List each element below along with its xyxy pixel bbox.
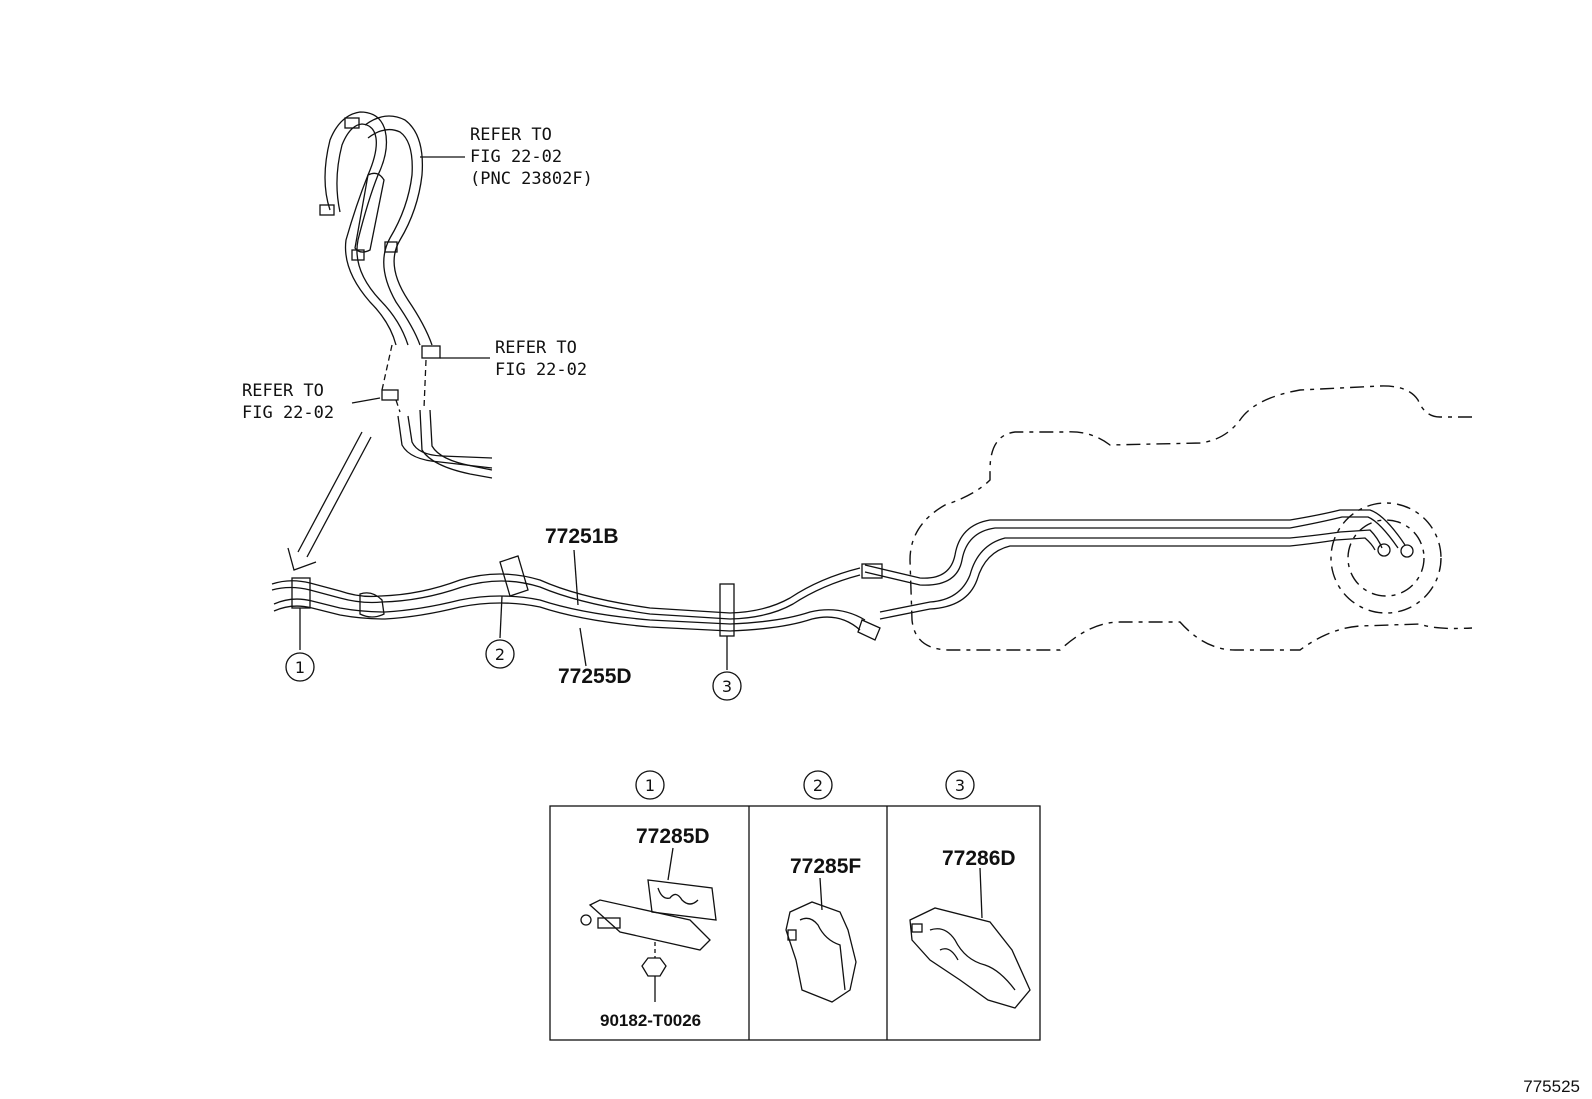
vehicle-outline (909, 385, 1473, 651)
part-number-clamp2: 77285F (790, 855, 861, 878)
upper-hose-assembly (319, 111, 433, 346)
reference-top-line3: (PNC 23802F) (470, 169, 593, 189)
clamp2-drawing (785, 877, 857, 1003)
detail-table (549, 805, 1041, 1041)
reference-middle-line1: REFER TO (495, 338, 577, 358)
rear-tube-routing (864, 509, 1414, 620)
part-number-tube-lower: 77255D (558, 665, 632, 688)
part-number-nut: 90182-T0026 (600, 1011, 701, 1030)
reference-top-line2: FIG 22-02 (470, 147, 562, 167)
detail-callout-2: 2 (803, 770, 833, 800)
reference-left: REFER TO FIG 22-02 (242, 381, 334, 423)
svg-text:3: 3 (955, 776, 965, 795)
reference-top-line1: REFER TO (470, 125, 552, 145)
detail-callout-1: 1 (635, 770, 665, 800)
svg-text:2: 2 (495, 645, 505, 664)
view-arrow (287, 431, 372, 571)
callout-1: 1 (285, 652, 315, 682)
part-number-clamp1: 77285D (636, 825, 710, 848)
figure-id: 775525 (1523, 1077, 1580, 1096)
callout-2: 2 (485, 639, 515, 669)
svg-text:1: 1 (645, 776, 655, 795)
main-fuel-tubes (271, 563, 883, 641)
svg-text:2: 2 (813, 776, 823, 795)
svg-text:1: 1 (295, 658, 305, 677)
clamp-bracket-drawing (580, 847, 717, 1002)
reference-middle: REFER TO FIG 22-02 (495, 338, 587, 380)
clamp3-drawing (909, 867, 1031, 1009)
reference-left-line1: REFER TO (242, 381, 324, 401)
reference-left-line2: FIG 22-02 (242, 403, 334, 423)
reference-middle-line2: FIG 22-02 (495, 360, 587, 380)
detail-callout-3: 3 (945, 770, 975, 800)
reference-top: REFER TO FIG 22-02 (PNC 23802F) (470, 125, 593, 189)
leader-lines (299, 156, 728, 670)
lower-connector-tubes (381, 344, 493, 479)
callout-3: 3 (712, 671, 742, 701)
svg-text:3: 3 (722, 677, 732, 696)
part-number-clamp3: 77286D (942, 847, 1016, 870)
part-number-tube-upper: 77251B (545, 525, 619, 548)
